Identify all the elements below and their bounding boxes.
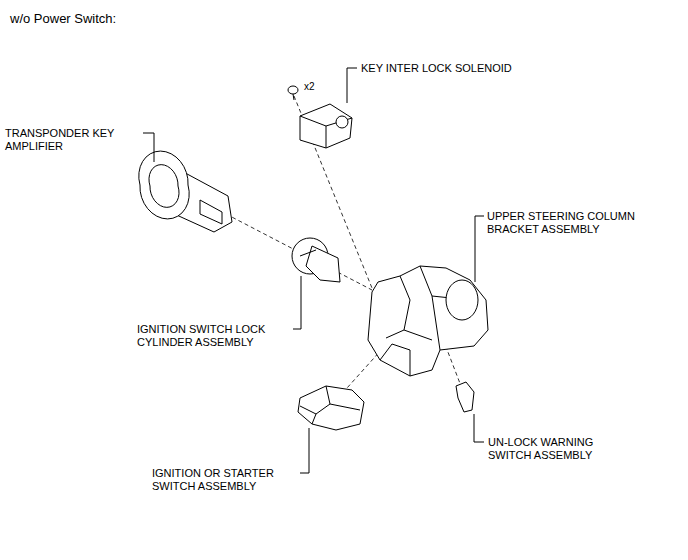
screw [288, 86, 298, 100]
leader-line [347, 68, 357, 103]
leader-line [475, 216, 484, 282]
diagram-title: w/o Power Switch: [10, 11, 116, 26]
solenoid-body [300, 104, 352, 148]
part-name: UPPER STEERING COLUMN BRACKET ASSEMBLY [487, 210, 652, 236]
ignition-switch [298, 386, 364, 430]
leader-line [474, 414, 484, 442]
part-name: IGNITION SWITCH LOCK CYLINDER ASSEMBLY [137, 323, 289, 349]
leader-line [143, 133, 154, 162]
leader-line [300, 428, 309, 473]
part-name: IGNITION OR STARTER SWITCH ASSEMBLY [152, 467, 297, 493]
amplifier-ring [139, 151, 189, 219]
ignition-switch-detail [300, 386, 360, 424]
column-bracket-ring [446, 280, 478, 320]
part-name: UN-LOCK WARNING SWITCH ASSEMBLY [488, 436, 616, 462]
leader-line [293, 276, 301, 329]
lock-cylinder-slot [300, 250, 316, 256]
amplifier-connector [200, 200, 222, 224]
unlock-switch [456, 382, 474, 412]
part-name: TRANSPONDER KEY AMPLIFIER [5, 127, 127, 153]
part-name: KEY INTER LOCK SOLENOID [361, 62, 561, 75]
quantity-note: x2 [304, 80, 324, 93]
solenoid-top [300, 116, 352, 148]
column-bracket [368, 266, 488, 376]
amplifier-ring-inner [149, 165, 179, 208]
solenoid-tab [336, 116, 348, 128]
assembly-line [226, 214, 372, 290]
